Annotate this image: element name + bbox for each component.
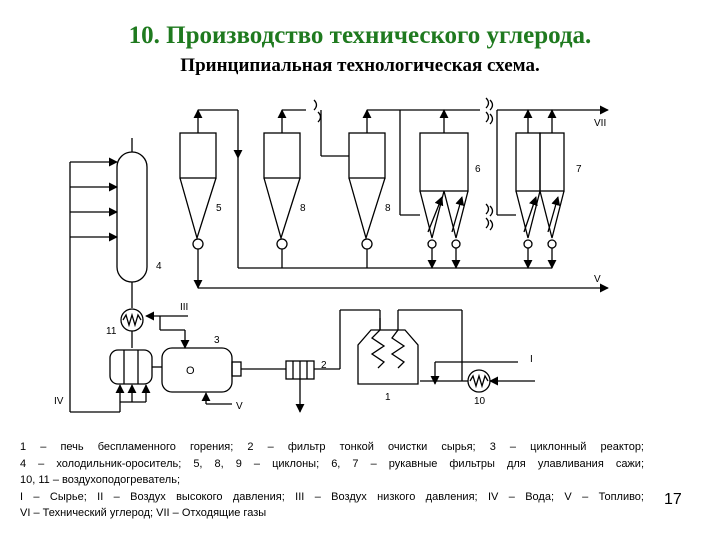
cyclone-8a-valve xyxy=(276,238,288,250)
page-number: 17 xyxy=(664,491,682,508)
label-4: 4 xyxy=(156,261,162,272)
cyclone-8a-cone xyxy=(263,177,301,241)
air-heater-10 xyxy=(467,369,491,393)
bag-filter-7-left xyxy=(515,132,541,192)
label-stream-v-low: V xyxy=(236,401,243,412)
cyclone-8a xyxy=(263,132,301,179)
caption-line-5: VI – Технический углерод; VII – Отходящи… xyxy=(20,507,267,520)
cyclone-5-cone xyxy=(179,177,217,241)
cyclone-8b-valve xyxy=(361,238,373,250)
cooler-irrigator-4 xyxy=(116,151,148,283)
caption-line-1: 1 – печь беспламенного горения; 2 – филь… xyxy=(20,441,644,453)
cyclone-5 xyxy=(179,132,217,179)
break-mark-1 xyxy=(313,99,322,123)
caption-line-4: I – Сырье; II – Воздух высокого давления… xyxy=(20,490,644,503)
furnace-coil-left xyxy=(370,318,386,369)
label-8b: 8 xyxy=(385,203,391,214)
cyclone-8b xyxy=(348,132,386,179)
label-3: 3 xyxy=(214,335,220,346)
filter-7-bag-2 xyxy=(547,196,561,233)
label-5: 5 xyxy=(216,203,222,214)
filter-6-valve-2 xyxy=(451,239,461,249)
reactor-burner-block xyxy=(109,349,153,385)
process-flow-diagram: 1 2 3 4 5 8 8 6 7 10 11 I III IV V V VII… xyxy=(54,97,609,413)
label-7: 7 xyxy=(576,164,582,175)
slide-subtitle: Принципиальная технологическая схема. xyxy=(180,55,540,76)
slide-title: 10. Производство технического углерода. xyxy=(128,22,592,49)
figure-caption: 1 – печь беспламенного горения; 2 – филь… xyxy=(20,439,644,522)
label-stream-vii: VII xyxy=(594,118,606,129)
label-2: 2 xyxy=(321,360,327,371)
label-stream-i: I xyxy=(530,354,533,365)
air-heater-10-coil xyxy=(469,373,489,389)
label-6: 6 xyxy=(475,164,481,175)
label-stream-iv: IV xyxy=(54,396,64,407)
furnace-1 xyxy=(357,329,419,385)
label-8a: 8 xyxy=(300,203,306,214)
air-heater-11-coil xyxy=(122,312,142,328)
filter-7-bag-1 xyxy=(523,196,538,233)
cyclone-reactor-3 xyxy=(161,347,233,393)
label-1: 1 xyxy=(385,392,391,403)
reactor-label-o: O xyxy=(186,365,195,377)
cyclone-8b-cone xyxy=(348,177,386,241)
filter-7-valve-1 xyxy=(523,239,533,249)
break-mark-3 xyxy=(485,203,494,231)
air-heater-11 xyxy=(120,308,144,332)
label-stream-v-mid: V xyxy=(594,274,601,285)
filter-7-valve-2 xyxy=(547,239,557,249)
filter-6-valve-1 xyxy=(427,239,437,249)
caption-line-2: 4 – холодильник-ороситель; 5, 8, 9 – цик… xyxy=(20,457,644,470)
furnace-coil-right xyxy=(390,318,406,369)
caption-line-3: 10, 11 – воздухоподогреватель; xyxy=(20,474,181,487)
bag-filter-7-hopper xyxy=(515,190,565,239)
filter-6-bag-2 xyxy=(451,196,465,233)
reactor-outlet-nozzle xyxy=(231,361,242,377)
filter-6-bag-1 xyxy=(427,196,444,233)
bag-filter-7-right xyxy=(539,132,565,192)
label-10: 10 xyxy=(474,396,486,407)
label-11: 11 xyxy=(106,326,117,337)
bag-filter-6 xyxy=(419,132,469,192)
break-mark-2 xyxy=(485,97,494,125)
cyclone-5-valve xyxy=(192,238,204,250)
bag-filter-6-hopper xyxy=(419,190,469,239)
label-stream-iii: III xyxy=(180,302,188,313)
